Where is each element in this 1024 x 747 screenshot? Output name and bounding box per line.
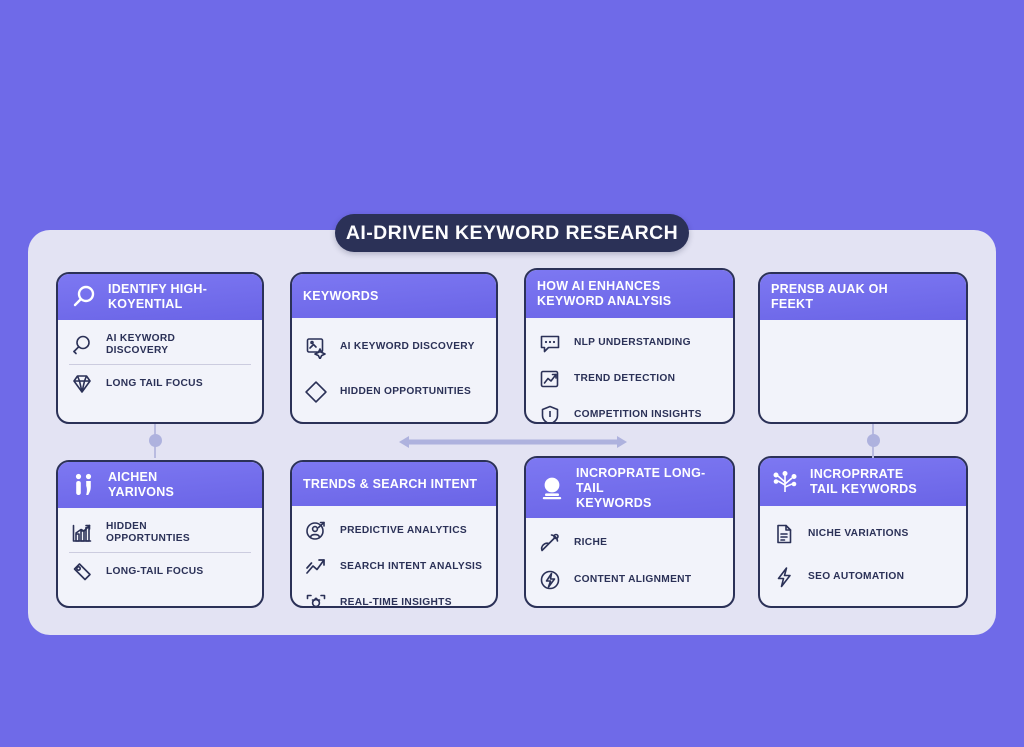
list-item[interactable]: CONTENT ALIGNMENT	[537, 562, 722, 598]
trend-chart-icon	[537, 366, 563, 392]
card-incorporate-long-tail-keywords[interactable]: INCROPRATE LONG-TAIL KEYWORDS RICHE C	[524, 456, 735, 608]
card-body: AI KEYWORD DISCOVERY HIDDEN OPPORTUNITIE…	[292, 318, 496, 422]
list-item-label: REAL-TIME INSIGHTS	[340, 596, 452, 608]
page-title-pill: AI-DRIVEN KEYWORD RESEARCH	[335, 214, 689, 252]
card-body: NLP UNDERSTANDING TREND DETECTION COMPET…	[526, 318, 733, 422]
connector-right-node	[867, 434, 880, 447]
list-item[interactable]: RICHE	[537, 525, 722, 561]
card-body: HIDDEN OPPORTUNTIES LONG-TAIL FOCUS	[58, 508, 262, 606]
card-header: INCROPRATE LONG-TAIL KEYWORDS	[526, 458, 733, 519]
list-item-label: LONG-TAIL FOCUS	[106, 565, 204, 577]
card-identify-high-potential[interactable]: IDENTIFY HIGH- KOYENTIAL AI KEYWORD DISC…	[56, 272, 264, 424]
list-item[interactable]: SEARCH INTENT ANALYSIS	[303, 549, 485, 585]
connector-left-node	[149, 434, 162, 447]
card-header-title: HOW AI ENHANCES KEYWORD ANALYSIS	[537, 279, 672, 308]
list-item-label: HIDDEN OPPORTUNTIES	[106, 520, 190, 544]
camera-scan-icon	[303, 590, 329, 606]
lightning-bolt-icon	[771, 564, 797, 590]
list-item[interactable]: TREND DETECTION	[537, 361, 722, 397]
list-item-label: LONG TAIL FOCUS	[106, 377, 203, 389]
list-item-label: COMPETITION INSIGHTS	[574, 408, 702, 420]
list-item[interactable]: NICHE VARIATIONS	[771, 516, 955, 552]
list-item-label: AI KEYWORD DISCOVERY	[106, 332, 176, 356]
list-item[interactable]: LONG TAIL FOCUS	[69, 366, 251, 402]
card-body: AI KEYWORD DISCOVERY LONG TAIL FOCUS	[58, 320, 262, 422]
list-item[interactable]: COMPETITION INSIGHTS	[537, 397, 722, 422]
list-item-label: PREDICTIVE ANALYTICS	[340, 524, 467, 536]
card-header-title: KEYWORDS	[303, 288, 379, 303]
card-header: HOW AI ENHANCES KEYWORD ANALYSIS	[526, 270, 733, 318]
card-header-title: INCROPRATE LONG-TAIL KEYWORDS	[576, 466, 706, 510]
card-prense-adam[interactable]: PRENSB AUAK OH FEEKT	[758, 272, 968, 424]
list-item-label: SEO AUTOMATION	[808, 570, 905, 582]
network-nodes-icon	[771, 467, 801, 497]
page-title: AI-DRIVEN KEYWORD RESEARCH	[345, 221, 679, 244]
card-header-title: TRENDS & SEARCH INTENT	[303, 476, 478, 491]
diamond-gem-icon	[69, 371, 95, 397]
card-trends-search-intent[interactable]: TRENDS & SEARCH INTENT PREDICTIVE ANALYT…	[290, 460, 498, 608]
list-item[interactable]: REAL-TIME INSIGHTS	[303, 585, 485, 608]
card-how-ai-enhances[interactable]: HOW AI ENHANCES KEYWORD ANALYSIS NLP UND…	[524, 268, 735, 424]
list-item[interactable]: NLP UNDERSTANDING	[537, 325, 722, 361]
item-separator	[69, 552, 251, 553]
card-niche-variations[interactable]: AICHEN YARIVONS HIDDEN OPPORTUNTIES	[56, 460, 264, 608]
list-item-label: AI KEYWORD DISCOVERY	[340, 341, 475, 353]
shield-icon	[537, 402, 563, 422]
list-item-label: SEARCH INTENT ANALYSIS	[340, 560, 483, 572]
list-item[interactable]: LONG-TAIL FOCUS	[69, 554, 251, 590]
list-item-label: TREND DETECTION	[574, 372, 676, 384]
card-header: PRENSB AUAK OH FEEKT	[760, 274, 966, 320]
card-header-title: AICHEN YARIVONS	[108, 470, 175, 499]
list-item[interactable]: AI KEYWORD DISCOVERY	[69, 327, 251, 363]
lightning-circle-icon	[537, 567, 563, 593]
card-incorporate-tail-keywords[interactable]: INCROPRRATE TAIL KEYWORDS NICHE VARIATIO…	[758, 456, 968, 608]
list-item-label: HIDDEN OPPORTUNITIES	[340, 385, 472, 397]
card-header: TRENDS & SEARCH INTENT	[292, 462, 496, 506]
card-header: INCROPRRATE TAIL KEYWORDS	[760, 458, 966, 506]
list-item[interactable]: HIDDEN OPPORTUNTIES	[69, 515, 251, 551]
item-separator	[69, 364, 251, 365]
magnifier-icon	[69, 282, 99, 312]
card-body	[760, 320, 966, 423]
image-sparkle-icon	[303, 334, 329, 360]
magnifier-icon	[69, 332, 95, 358]
card-header: KEYWORDS	[292, 274, 496, 318]
price-tag-icon	[69, 559, 95, 585]
card-header: IDENTIFY HIGH- KOYENTIAL	[58, 274, 262, 320]
list-item-label: NLP UNDERSTANDING	[574, 336, 691, 348]
card-keywords[interactable]: KEYWORDS AI KEYWORD DISCOVERY HIDDEN OPP…	[290, 272, 498, 424]
list-item-label: RICHE	[574, 537, 608, 549]
bidirectional-arrow-icon	[399, 436, 627, 448]
document-icon	[771, 521, 797, 547]
card-header: AICHEN YARIVONS	[58, 462, 262, 508]
card-body: PREDICTIVE ANALYTICS SEARCH INTENT ANALY…	[292, 506, 496, 608]
satellite-dish-icon	[537, 530, 563, 556]
list-item[interactable]: AI KEYWORD DISCOVERY	[303, 329, 485, 365]
crystal-ball-icon	[537, 473, 567, 503]
list-item[interactable]: SEO AUTOMATION	[771, 559, 955, 595]
card-header-title: INCROPRRATE TAIL KEYWORDS	[810, 467, 917, 496]
chat-bubble-icon	[537, 330, 563, 356]
arrow-trend-icon	[303, 554, 329, 580]
list-item-label: NICHE VARIATIONS	[808, 528, 909, 540]
card-body: NICHE VARIATIONS SEO AUTOMATION	[760, 506, 966, 606]
user-target-icon	[303, 518, 329, 544]
card-header-title: PRENSB AUAK OH FEEKT	[771, 282, 888, 311]
list-item[interactable]: PREDICTIVE ANALYTICS	[303, 513, 485, 549]
people-pair-icon	[69, 470, 99, 500]
list-item[interactable]: HIDDEN OPPORTUNITIES	[303, 374, 485, 410]
list-item-label: CONTENT ALIGNMENT	[574, 573, 692, 585]
card-header-title: IDENTIFY HIGH- KOYENTIAL	[108, 282, 208, 311]
card-body: RICHE CONTENT ALIGNMENT	[526, 518, 733, 606]
diamond-outline-icon	[303, 379, 329, 405]
bar-growth-icon	[69, 520, 95, 546]
